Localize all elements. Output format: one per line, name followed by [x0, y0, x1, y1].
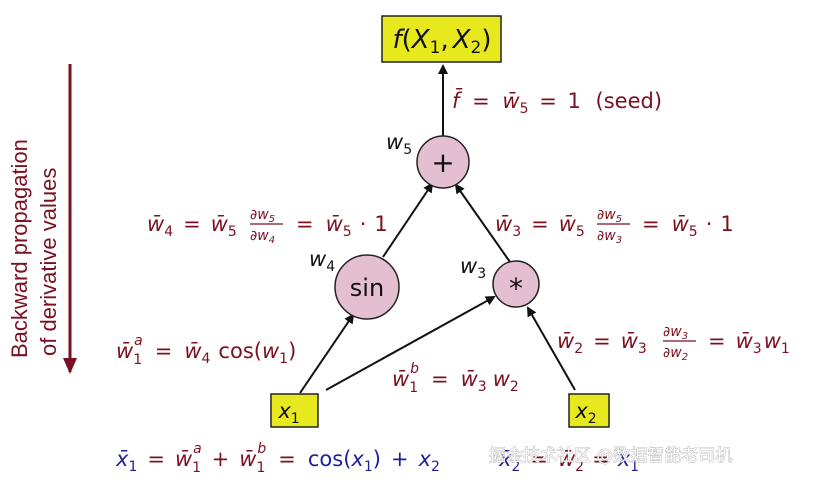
equation-x1-bar: x̄1=w̄1a+w̄1b=cos(x1)+x2	[115, 441, 440, 476]
svg-text:w̄3=w̄5: w̄3=w̄5	[495, 212, 585, 240]
edge-mul-to-plus	[454, 183, 511, 263]
equation-w2-bar: w̄2=w̄3 ∂w3 ∂w2 =w̄3w1	[557, 324, 790, 363]
equation-w3-bar: w̄3=w̄5 ∂w5 ∂w3 =w̄5·1	[495, 207, 734, 246]
plus-node: + w5	[386, 130, 470, 189]
svg-text:=w̄5·1: =w̄5·1	[296, 212, 388, 240]
svg-text:sin: sin	[350, 274, 384, 302]
side-title-line1: Backward propagation	[7, 139, 32, 358]
multiply-node: * w3	[460, 254, 540, 308]
multiply-node-label: w3	[460, 254, 486, 282]
svg-text:∂w3: ∂w3	[663, 324, 688, 342]
sin-node-label: w4	[309, 247, 335, 275]
svg-text:*: *	[509, 272, 523, 305]
edge-x2-to-mul	[527, 306, 576, 391]
svg-text:∂w2: ∂w2	[663, 345, 688, 363]
side-title-line2: of derivative values	[36, 168, 61, 356]
graph-edges	[299, 64, 576, 394]
svg-text:f(X1,X2): f(X1,X2)	[392, 25, 491, 58]
input-node-x1: x1	[270, 393, 319, 428]
plus-node-label: w5	[386, 130, 412, 158]
svg-text:w̄2=w̄3: w̄2=w̄3	[557, 329, 647, 357]
equation-w4-bar: w̄4=w̄5 ∂w5 ∂w4 =w̄5·1	[147, 207, 388, 246]
svg-text:∂w3: ∂w3	[597, 228, 622, 246]
edge-x1-to-mul	[325, 296, 496, 391]
edge-sin-to-plus	[382, 182, 434, 258]
svg-text:w̄4=w̄5: w̄4=w̄5	[147, 212, 237, 240]
edge-x1-to-sin	[299, 313, 355, 394]
input-node-x2: x2	[568, 393, 610, 428]
svg-text:+: +	[431, 146, 454, 179]
svg-text:∂w5: ∂w5	[597, 207, 622, 225]
svg-text:∂w5: ∂w5	[250, 207, 275, 225]
equation-seed: f̄ = w̄5 = 1 (seed)	[452, 88, 662, 118]
output-node: f(X1,X2)	[381, 15, 502, 63]
sin-node: sin w4	[309, 247, 400, 320]
svg-text:x1: x1	[277, 399, 299, 427]
svg-text:=w̄5·1: =w̄5·1	[642, 212, 734, 240]
svg-text:x2: x2	[574, 399, 596, 427]
watermark: 掘金技术社区 @数据智能老司机	[489, 446, 732, 466]
svg-text:=w̄3w1: =w̄3w1	[708, 329, 790, 357]
svg-text:∂w4: ∂w4	[250, 228, 275, 246]
equation-x2-bar: x̄2=w̄2=x1	[498, 447, 639, 475]
